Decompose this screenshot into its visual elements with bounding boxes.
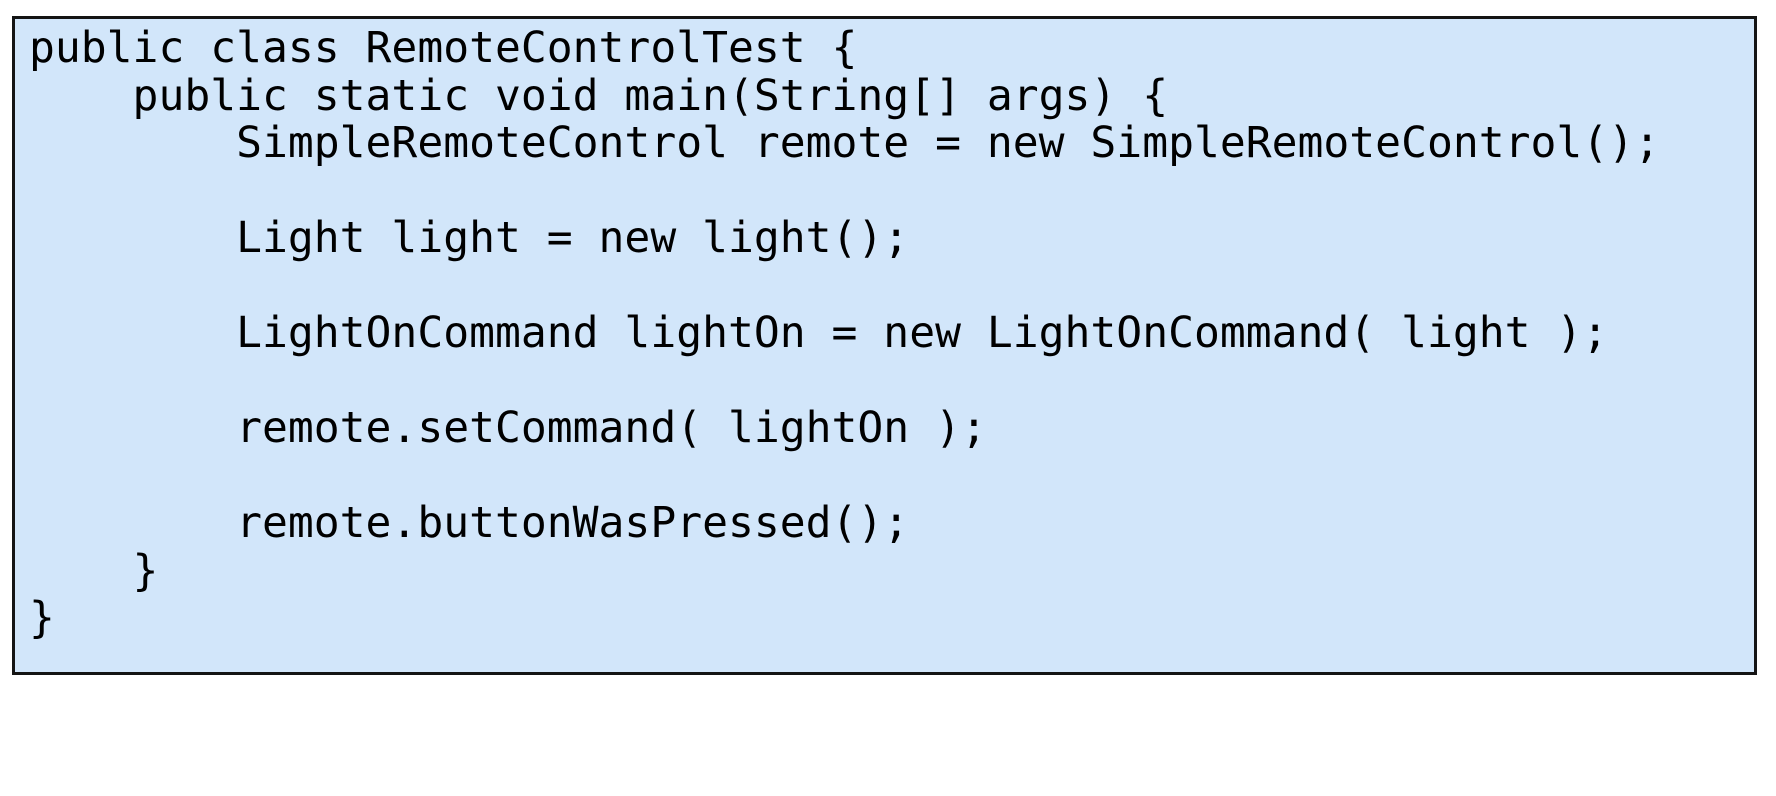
- code-listing[interactable]: public class RemoteControlTest { public …: [29, 23, 1660, 643]
- code-line: }: [29, 545, 159, 596]
- code-line: Light light = new light();: [29, 213, 910, 263]
- code-line: public class RemoteControlTest {: [29, 23, 858, 73]
- code-line: LightOnCommand lightOn = new LightOnComm…: [29, 308, 1609, 358]
- code-snippet-box: public class RemoteControlTest { public …: [12, 16, 1757, 675]
- code-line-blank: [29, 358, 1660, 406]
- code-line-blank: [29, 263, 1660, 311]
- code-line: SimpleRemoteControl remote = new SimpleR…: [29, 118, 1660, 168]
- code-line-blank: [29, 453, 1660, 501]
- code-line: remote.buttonWasPressed();: [29, 498, 910, 548]
- code-line: }: [29, 593, 55, 643]
- code-line: remote.setCommand( lightOn );: [29, 403, 987, 453]
- code-line-blank: [29, 168, 1660, 216]
- code-line: public static void main(String[] args) {: [29, 70, 1169, 121]
